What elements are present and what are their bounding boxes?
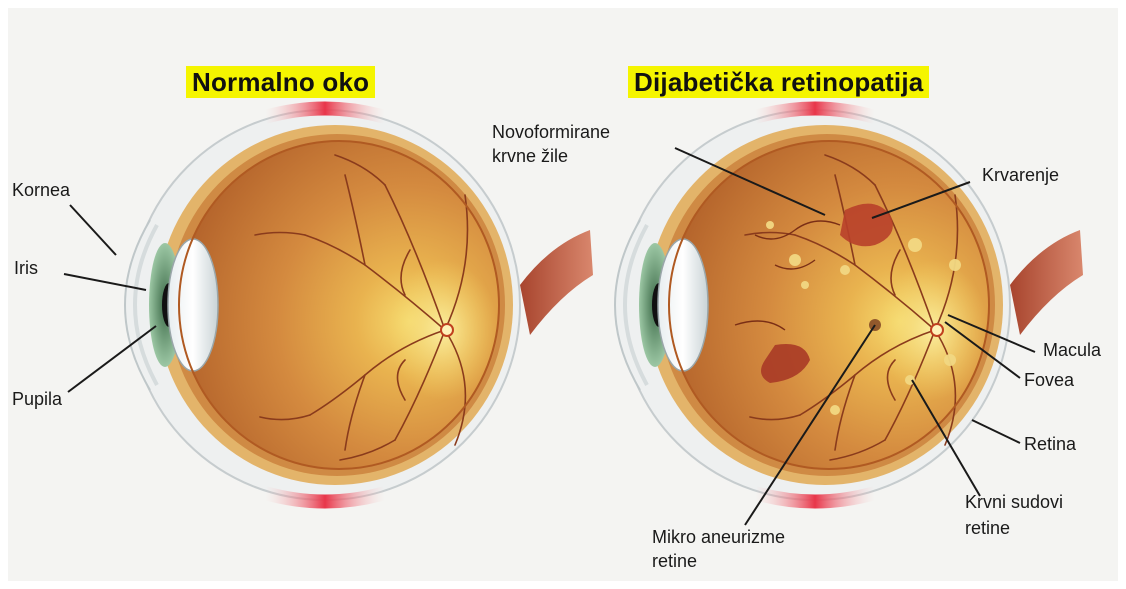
label-novoformirane-line1: Novoformirane [492, 122, 610, 143]
normal-eye [125, 109, 593, 502]
label-pupila: Pupila [12, 389, 62, 410]
title-diabetic-retinopathy: Dijabetička retinopatija [628, 66, 929, 98]
label-iris: Iris [14, 258, 38, 279]
label-krvni-sudovi-line2: retine [965, 518, 1010, 539]
label-fovea: Fovea [1024, 370, 1074, 391]
label-retina: Retina [1024, 434, 1076, 455]
label-mikro-aneurizme-line1: Mikro aneurizme [652, 527, 785, 548]
label-mikro-aneurizme-line2: retine [652, 551, 697, 572]
title-normal-eye: Normalno oko [186, 66, 375, 98]
label-macula: Macula [1043, 340, 1101, 361]
label-novoformirane-line2: krvne žile [492, 146, 568, 167]
label-kornea: Kornea [12, 180, 70, 201]
label-krvarenje: Krvarenje [982, 165, 1059, 186]
label-krvni-sudovi-line1: Krvni sudovi [965, 492, 1063, 513]
